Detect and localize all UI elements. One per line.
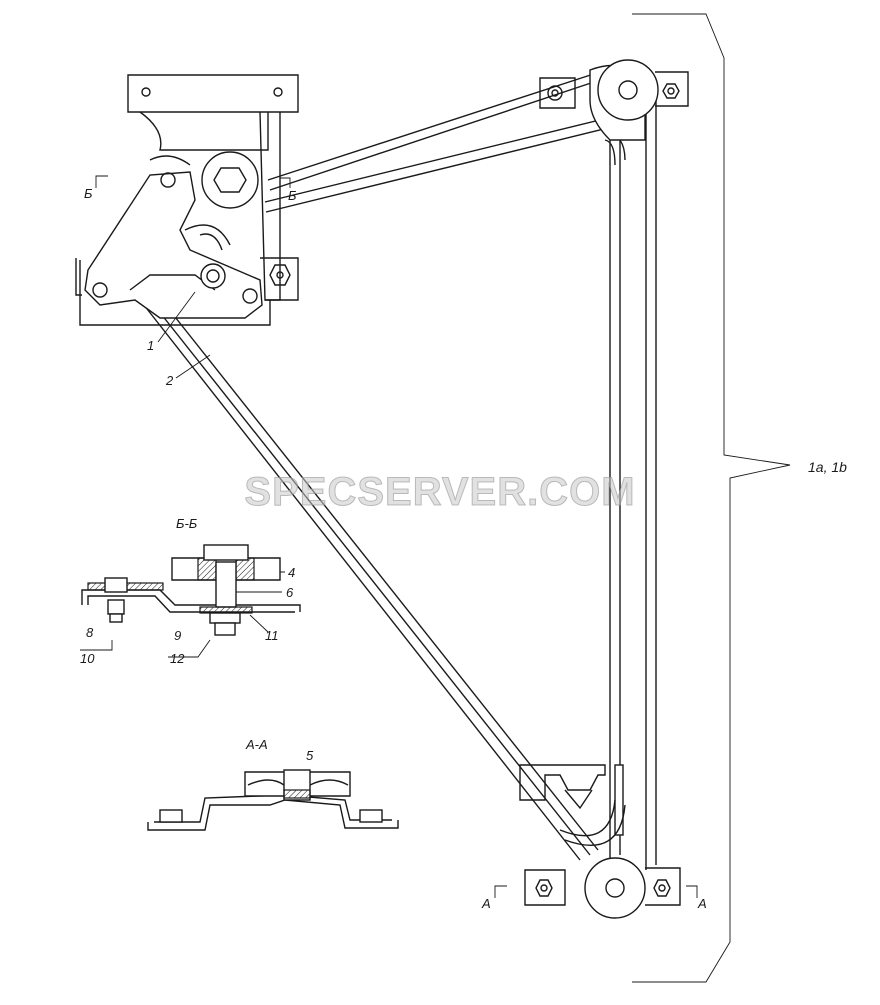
- section-title-bb: Б-Б: [176, 516, 198, 531]
- cable-diagonal: [139, 297, 599, 861]
- callout-12: 12: [170, 651, 185, 666]
- callout-10: 10: [80, 651, 95, 666]
- lifter-mechanism: [75, 74, 299, 326]
- section-cut-a-left: А: [481, 896, 491, 911]
- callout-1: 1: [147, 338, 154, 353]
- section-bb-detail: [80, 544, 301, 658]
- callout-4: 4: [288, 565, 295, 580]
- callout-6: 6: [286, 585, 294, 600]
- cable-upper: [264, 67, 621, 213]
- callout-9: 9: [174, 628, 181, 643]
- assembly-bracket: [632, 13, 791, 983]
- vertical-rail: [519, 100, 657, 870]
- top-pulley: [539, 59, 689, 141]
- section-cut-b-left: Б: [84, 186, 93, 201]
- callout-11: 11: [265, 628, 279, 643]
- callout-8: 8: [86, 625, 94, 640]
- section-cut-b-right: Б: [288, 188, 297, 203]
- section-title-aa: А-А: [245, 737, 268, 752]
- callout-5: 5: [306, 748, 314, 763]
- bottom-pulley: [524, 857, 681, 919]
- section-cut-a-right: А: [697, 896, 707, 911]
- callout-2: 2: [165, 373, 174, 388]
- watermark: SPECSERVER.COM: [244, 470, 636, 515]
- leader-lines: [157, 291, 285, 633]
- section-mark-b: [95, 175, 291, 188]
- cable-lower-turn: [559, 799, 626, 846]
- section-aa-detail: [147, 769, 399, 831]
- section-mark-a: [494, 885, 698, 898]
- assembly-label: 1a, 1b: [808, 459, 847, 475]
